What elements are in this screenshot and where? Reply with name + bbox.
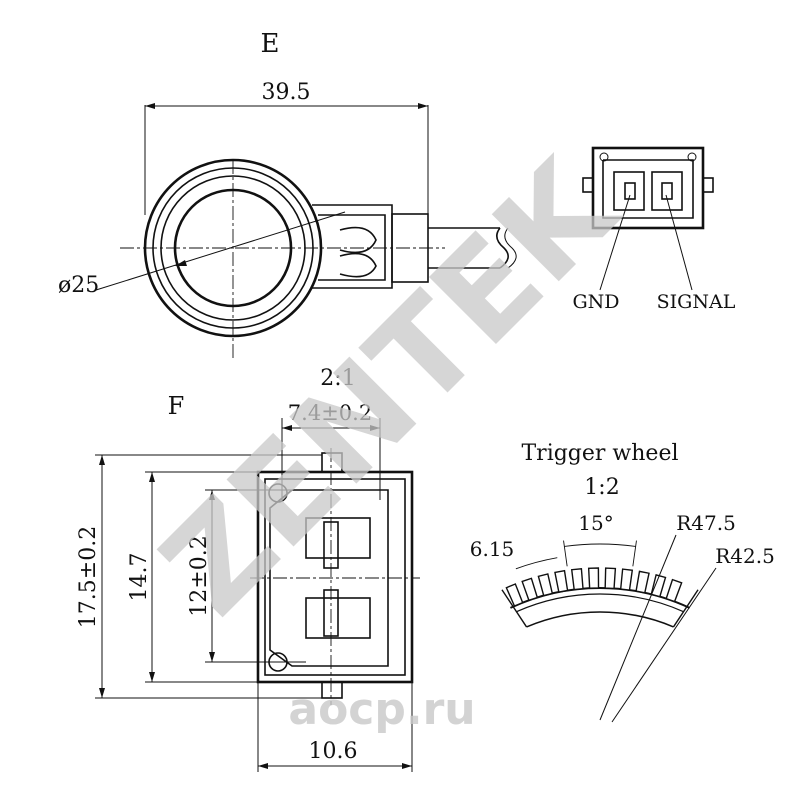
pin-cavity-signal xyxy=(651,171,683,211)
f-inner-wall xyxy=(269,489,389,667)
arrowhead xyxy=(99,455,105,465)
arrowhead xyxy=(418,103,428,109)
cable-clamp xyxy=(391,213,429,283)
arrowhead xyxy=(209,652,215,662)
tooth-dimension: 6.15 xyxy=(470,537,515,561)
tooth-dimension-arc xyxy=(515,557,558,570)
connector-latch xyxy=(582,177,594,193)
diameter-dimension-25: ø25 xyxy=(58,273,99,298)
f-bottom-key xyxy=(321,681,343,699)
width-dimension-39-5: 39.5 xyxy=(262,80,311,105)
angle-dimension: 15° xyxy=(578,511,613,535)
sensor-ring xyxy=(160,175,306,321)
outer-radius-dimension: R47.5 xyxy=(676,511,736,535)
gnd-leader xyxy=(599,194,631,291)
wheel-tooth xyxy=(665,578,683,603)
sensor-tail-notch xyxy=(339,252,377,278)
arrowhead xyxy=(145,103,155,109)
outer-radius-leader xyxy=(599,534,677,721)
wheel-tooth xyxy=(619,568,634,591)
wheel-tooth xyxy=(604,567,617,590)
signal-leader xyxy=(665,194,693,291)
width-dimension-10-6: 10.6 xyxy=(309,739,358,764)
wheel-edge xyxy=(501,589,528,628)
connector-inner xyxy=(602,159,694,219)
sensor-ring xyxy=(152,167,314,329)
trigger-wheel-segment xyxy=(501,540,699,628)
pitch-dimension: 7.4±0.2 xyxy=(288,401,372,425)
view-f-scale: 2:1 xyxy=(320,366,355,391)
cable-break xyxy=(496,227,509,269)
sensor-tail-body xyxy=(318,214,386,281)
inner-height-dimension: 14.7 xyxy=(127,553,152,602)
connector-hole xyxy=(687,152,697,162)
arrowhead xyxy=(370,425,380,431)
view-e: E 39.5 ø25 xyxy=(58,29,517,360)
pin-terminal xyxy=(624,182,636,200)
view-f: F 2:1 7.4±0.2 17.5±0.2 14 xyxy=(76,366,420,772)
cable-break xyxy=(504,227,517,269)
wheel-tooth xyxy=(570,567,584,591)
wheel-tooth xyxy=(554,569,569,593)
sensor-tail-notch xyxy=(339,226,377,254)
trigger-wheel-title: Trigger wheel xyxy=(522,441,679,466)
signal-pin-label: SIGNAL xyxy=(657,291,736,313)
view-e-label: E xyxy=(261,29,280,59)
wheel-rim-arc xyxy=(515,593,685,613)
connector-hole xyxy=(599,152,609,162)
extension-line xyxy=(632,540,637,567)
arrowhead xyxy=(149,672,155,682)
trigger-wheel-view: Trigger wheel 1:2 6.15 15° R47.5 R42.5 xyxy=(470,441,775,723)
arrowhead xyxy=(209,490,215,500)
extension-line xyxy=(563,540,568,567)
arrowhead xyxy=(282,425,292,431)
arrowhead xyxy=(99,688,105,698)
arrowhead xyxy=(258,763,268,769)
wheel-inner-arc xyxy=(526,611,674,628)
inner-radius-leader xyxy=(611,567,717,723)
f-housing-inner xyxy=(264,478,406,676)
arrowhead xyxy=(402,763,412,769)
wheel-tooth xyxy=(521,577,539,602)
connector-face: GND SIGNAL xyxy=(572,146,736,313)
sensor-bore xyxy=(173,188,293,308)
wheel-tooth xyxy=(537,573,554,597)
arrowhead xyxy=(149,472,155,482)
arrowhead xyxy=(175,260,187,266)
wheel-tooth xyxy=(635,570,650,594)
sensor-outer-ring xyxy=(143,158,323,338)
height-dimension: 17.5±0.2 xyxy=(76,526,101,628)
gnd-pin-label: GND xyxy=(572,291,619,313)
diameter-leader xyxy=(95,211,346,291)
sensor-tail-body xyxy=(312,204,393,289)
f-top-key xyxy=(321,452,343,473)
pin-cavity-gnd xyxy=(613,171,645,211)
inner-radius-dimension: R42.5 xyxy=(715,544,775,568)
angle-dimension-arc xyxy=(564,543,636,547)
view-f-label: F xyxy=(168,392,185,420)
wheel-edge xyxy=(672,589,699,628)
wheel-tooth xyxy=(587,567,600,589)
connector-latch xyxy=(702,177,714,193)
site-watermark: aocp.ru xyxy=(288,684,475,735)
brand-watermark: ZENTEK xyxy=(133,130,647,644)
pin-terminal xyxy=(661,182,673,200)
center-dimension: 12±0.2 xyxy=(187,535,212,616)
trigger-wheel-scale: 1:2 xyxy=(584,475,619,500)
wheel-tooth xyxy=(650,574,667,598)
wheel-tooth xyxy=(505,583,524,607)
